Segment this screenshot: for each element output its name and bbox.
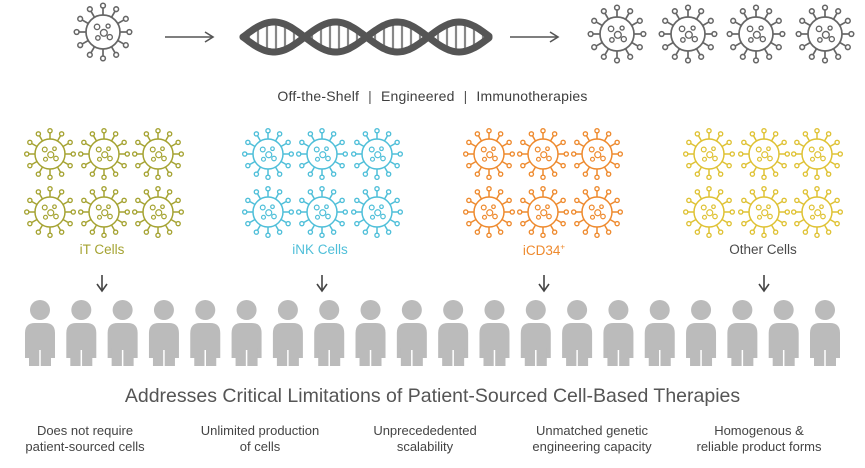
benefit-item: Unprecededented scalability [345, 423, 505, 455]
cell-icon [73, 2, 133, 62]
group-label-other-cells: Other Cells [683, 242, 843, 257]
person-icon [520, 300, 551, 366]
benefit-line-1: Unmatched genetic [535, 423, 648, 438]
tagline: Off-the-Shelf | Engineered | Immunotherapies [0, 88, 865, 104]
arrow-down-icon [316, 275, 328, 293]
cell-icon [587, 4, 647, 64]
cell-icon [658, 4, 718, 64]
cell-groups-graphic [23, 127, 844, 293]
cell-icon [790, 185, 844, 239]
person-icon [479, 300, 510, 366]
cell-icon [570, 127, 624, 181]
person-icon [66, 300, 97, 366]
benefit-line-2: scalability [396, 439, 454, 454]
arrow-down-icon [96, 275, 108, 293]
cell-icon [131, 127, 185, 181]
cell-icon [350, 127, 404, 181]
cell-icon [795, 4, 855, 64]
cell-icon [23, 127, 77, 181]
tagline-engineered: Engineered [380, 88, 455, 104]
person-icon [355, 300, 386, 366]
cell-icon [131, 185, 185, 239]
cell-icon [516, 127, 570, 181]
person-icon [727, 300, 758, 366]
benefit-item: Unlimited production of cells [180, 423, 340, 455]
person-icon [686, 300, 717, 366]
headline: Addresses Critical Limitations of Patien… [124, 385, 741, 407]
person-icon [562, 300, 593, 366]
cell-icon [737, 127, 791, 181]
dna-helix-icon [239, 18, 493, 56]
benefit-line-2: patient-sourced cells [25, 439, 145, 454]
benefit-line-2: of cells [239, 439, 281, 454]
person-icon [438, 300, 469, 366]
other-cells-cluster-icon [682, 127, 844, 239]
tagline-off-the-shelf: Off-the-Shelf [277, 88, 360, 104]
benefit-item: Unmatched genetic engineering capacity [512, 423, 672, 455]
group-label-it-cells: iT Cells [22, 242, 182, 257]
cell-icon [77, 185, 131, 239]
cell-icon [516, 185, 570, 239]
cell-icon [462, 127, 516, 181]
top-process-graphic [73, 2, 855, 64]
benefit-line-1: Homogenous & [714, 423, 804, 438]
cell-icon [77, 127, 131, 181]
person-icon [396, 300, 427, 366]
ink-cells-cluster-icon [241, 127, 404, 239]
icd34-label-text: iCD34 [522, 242, 561, 258]
benefit-line-2: reliable product forms [696, 439, 822, 454]
cell-icon [682, 127, 736, 181]
arrow-right-icon [510, 31, 560, 43]
cell-icon [570, 185, 624, 239]
person-icon [810, 300, 840, 366]
it-cells-cluster-icon [23, 127, 185, 239]
person-icon [148, 300, 179, 366]
benefit-item: Homogenous & reliable product forms [679, 423, 839, 455]
cell-icon [682, 185, 736, 239]
person-icon [768, 300, 799, 366]
cell-icon [295, 127, 349, 181]
cell-icon [241, 185, 295, 239]
person-icon [644, 300, 675, 366]
cell-icon [295, 185, 349, 239]
benefit-item: Does not require patient-sourced cells [5, 423, 165, 455]
ink-cells-label: iNK Cells [292, 242, 348, 257]
cell-icon [462, 185, 516, 239]
person-icon [603, 300, 634, 366]
arrow-right-icon [165, 31, 215, 43]
it-cells-label: iT Cells [79, 242, 125, 257]
benefit-line-1: Unprecededented [373, 423, 477, 438]
arrow-down-icon [758, 275, 770, 293]
cell-icon [350, 185, 404, 239]
cell-icon [241, 127, 295, 181]
person-icon [25, 300, 55, 366]
cell-icon [726, 4, 786, 64]
cell-icon [737, 185, 791, 239]
other-cells-label: Other Cells [729, 242, 797, 257]
icd34-label: iCD34+ [522, 242, 566, 258]
group-label-ink-cells: iNK Cells [240, 242, 400, 257]
benefit-line-2: engineering capacity [532, 439, 652, 454]
cell-icon [790, 127, 844, 181]
benefit-line-1: Does not require [36, 423, 134, 438]
source-cell-icon [73, 2, 133, 62]
group-label-icd34: iCD34+ [464, 242, 624, 258]
person-icon [190, 300, 221, 366]
patients-row-graphic [25, 300, 840, 366]
arrow-down-icon [538, 275, 550, 293]
icd34-cells-cluster-icon [462, 127, 624, 239]
person-icon [107, 300, 138, 366]
person-icon [272, 300, 303, 366]
icd34-label-sup: + [560, 242, 566, 251]
person-icon [314, 300, 345, 366]
tagline-immunotherapies: Immunotherapies [476, 88, 588, 104]
expanded-cells-icon [587, 4, 855, 64]
benefit-line-1: Unlimited production [200, 423, 320, 438]
person-icon [231, 300, 262, 366]
cell-icon [23, 185, 77, 239]
tagline-separator: | [463, 88, 468, 104]
tagline-separator: | [368, 88, 372, 104]
down-arrows [96, 275, 770, 293]
